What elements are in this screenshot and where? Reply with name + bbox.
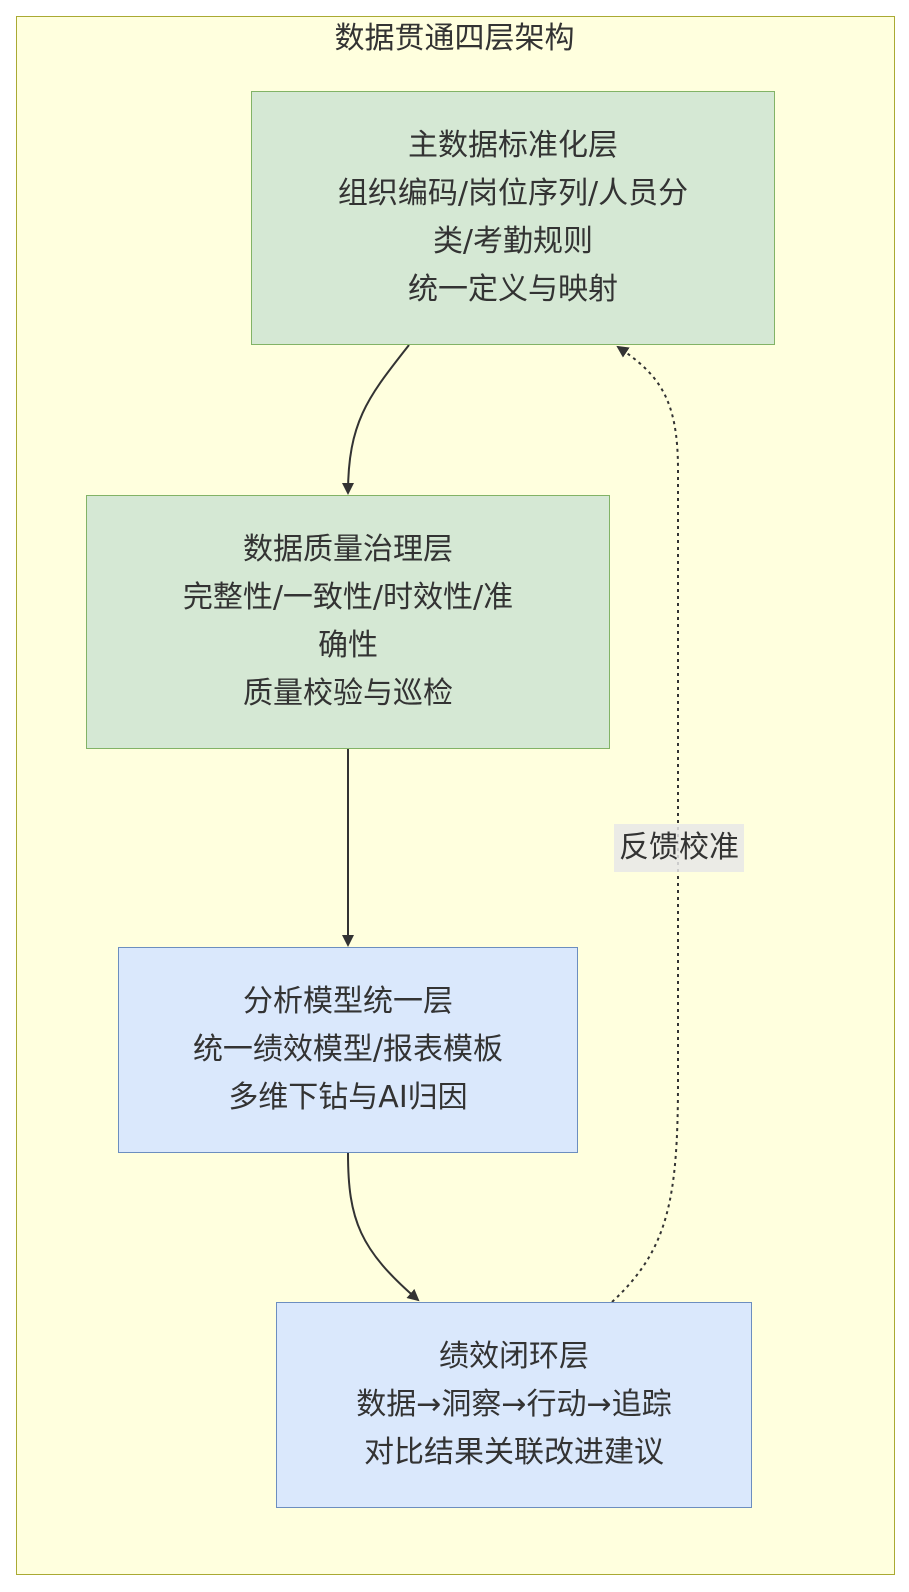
node-title: 绩效闭环层 [439, 1339, 589, 1374]
node-text-line: 数据→洞察→行动→追踪 [356, 1387, 672, 1422]
node-performance-loop-layer: 绩效闭环层 数据→洞察→行动→追踪 对比结果关联改进建议 [276, 1302, 752, 1508]
node-text-line: 确性 [318, 628, 378, 663]
node-master-data-layer: 主数据标准化层 组织编码/岗位序列/人员分 类/考勤规则 统一定义与映射 [251, 91, 775, 345]
node-title: 分析模型统一层 [243, 984, 453, 1019]
node-text-line: 统一定义与映射 [408, 272, 618, 307]
node-text-line: 完整性/一致性/时效性/准 [182, 580, 514, 615]
node-text-line: 统一绩效模型/报表模板 [192, 1032, 504, 1067]
node-text-line: 类/考勤规则 [432, 224, 594, 259]
node-text-line: 多维下钻与AI归因 [228, 1080, 468, 1115]
node-data-quality-layer: 数据质量治理层 完整性/一致性/时效性/准 确性 质量校验与巡检 [86, 495, 610, 749]
edge-label-feedback: 反馈校准 [614, 824, 744, 872]
node-analysis-model-layer: 分析模型统一层 统一绩效模型/报表模板 多维下钻与AI归因 [118, 947, 578, 1153]
node-title: 主数据标准化层 [408, 128, 618, 163]
node-text-line: 对比结果关联改进建议 [364, 1435, 664, 1470]
node-text-line: 组织编码/岗位序列/人员分 [337, 176, 689, 211]
node-title: 数据质量治理层 [243, 532, 453, 567]
node-text-line: 质量校验与巡检 [243, 676, 453, 711]
diagram-title: 数据贯通四层架构 [334, 21, 575, 56]
